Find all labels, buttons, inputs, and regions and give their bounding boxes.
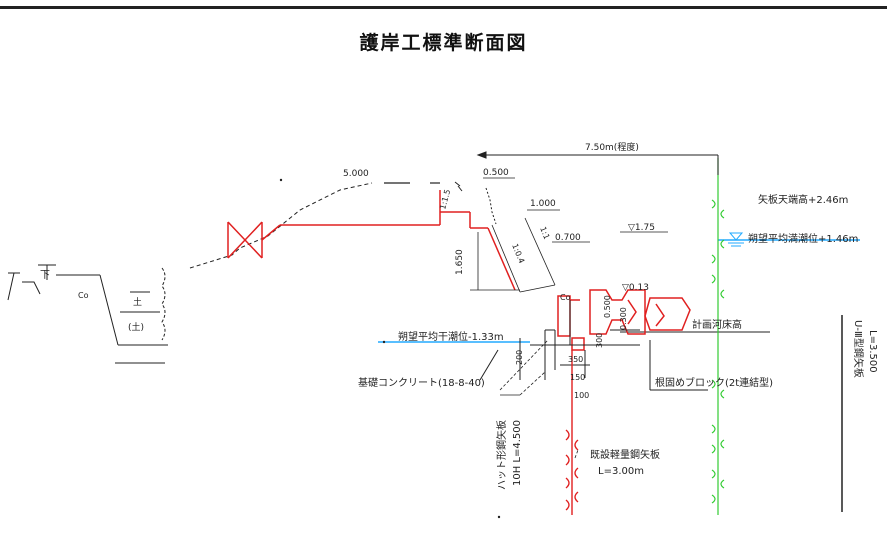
dim-5000: 5.000 [343,169,369,179]
co-left: Co [78,291,89,300]
earth-top: 土 [133,296,142,308]
earth-mid: (土) [128,321,144,333]
dim-1650: 1.650 [455,249,465,275]
slope-hatch [485,187,497,225]
left-embankment [7,264,168,364]
slope-dimension-box [470,217,556,293]
dim-0300: 0.300 [619,307,628,330]
hat-sheet-length: 10H L=4.500 [512,420,523,486]
u3-sheet-label: U-Ⅲ型鋼矢板 [852,320,865,378]
u3-sheet-length: L=3.500 [867,330,878,373]
steel-sheet-pile-right [711,158,725,515]
width-dimension [476,151,719,175]
original-ground-line [189,182,373,269]
dim-0500b: 0.500 [603,295,612,318]
co-mid: Co [560,293,571,302]
dim-300: 300 [595,333,604,348]
water-level-symbol-icon [728,232,744,247]
foundation-concrete [557,295,585,351]
block-label: 根固めブロック(2t連結型) [655,376,773,389]
slope-04: 1:0.4 [510,242,526,264]
level-013: ▽0.13 [622,283,649,293]
concrete-label: 基礎コンクリート(18-8-40) [358,376,485,389]
level-175: ▽1.75 [628,223,655,233]
existing-sheet-label: 既設軽量鋼矢板 [590,448,660,461]
dim-100: 100 [574,391,589,400]
dim-150: 150 [570,373,585,382]
leader-lines [499,339,579,459]
slope-1: 1:1 [538,225,551,240]
dim-1000: 1.000 [530,199,556,209]
dim-200: 200 [515,350,524,365]
parapet-structure [227,190,516,291]
drawing-title: 護岸工標準断面図 [359,32,528,54]
hat-sheet-pile [565,350,579,515]
dim-0500: 0.500 [483,168,509,178]
base-frame [479,300,708,391]
dim-350: 350 [568,355,583,364]
fk-mark: 下 [40,270,50,281]
top-rule [0,6,887,9]
width-label: 7.50m(程度) [585,141,639,153]
hwl-label: 朔望平均満潮位+1.46m [748,232,858,245]
existing-sheet-length: L=3.00m [598,466,644,477]
dim-0700: 0.700 [555,233,581,243]
root-protection-blocks [589,289,691,335]
hat-sheet-label: ハット形鋼矢板 [495,420,508,490]
lwl-label: 朔望平均干潮位-1.33m [398,330,504,343]
riverbed-label: 計画河床高 [692,318,742,331]
sheet-top-label: 矢板天端高+2.46m [758,193,848,206]
